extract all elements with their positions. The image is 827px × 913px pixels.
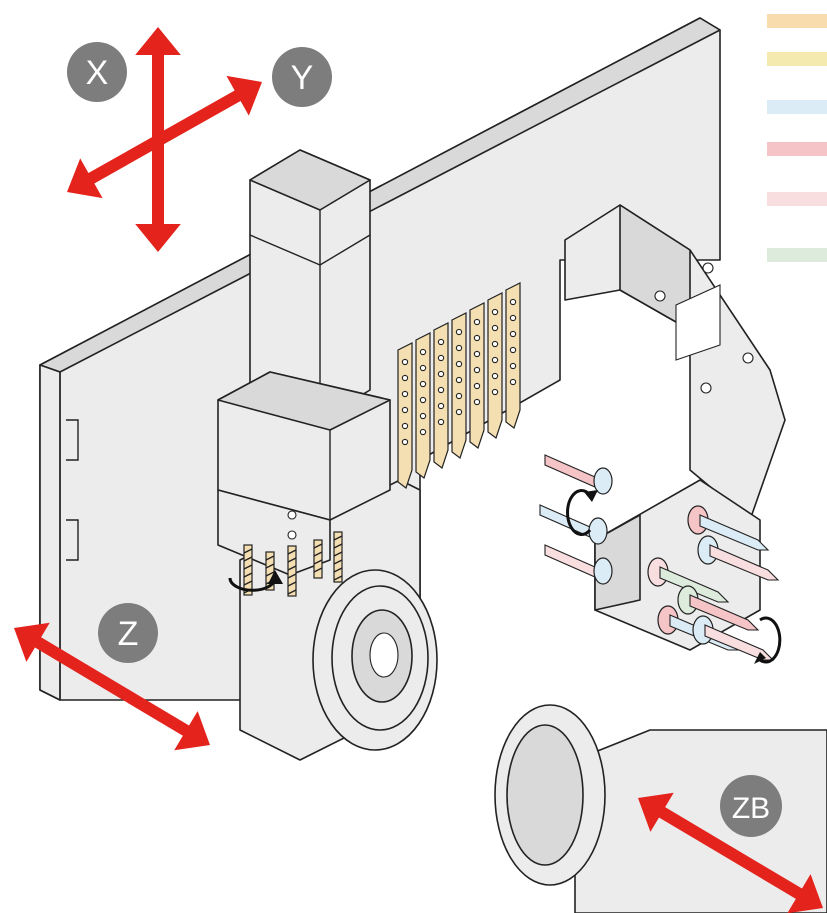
turning-tool (451, 312, 467, 459)
y-axis-arrow (67, 75, 262, 199)
right-tool-block (539, 454, 780, 661)
axis-badge-zb: ZB (720, 775, 782, 837)
drill-tool (687, 505, 770, 551)
turning-tool (415, 332, 431, 479)
axis-arrows (14, 27, 823, 913)
z-axis-arrow (14, 622, 210, 751)
axis-badge-y: Y (272, 47, 332, 107)
drill-tool (544, 544, 613, 585)
turning-tool (397, 342, 413, 489)
turning-tool (487, 292, 503, 439)
live-tool (313, 539, 323, 579)
right-drills (539, 454, 780, 661)
axis-label-x: X (86, 54, 109, 92)
axis-label-z: Z (118, 615, 139, 653)
legend-swatch (767, 52, 827, 66)
drill-tool (647, 557, 730, 603)
live-tool (333, 531, 343, 583)
axis-label-y: Y (291, 59, 314, 97)
legend-swatches (767, 14, 827, 262)
legend-swatch (767, 142, 827, 156)
y-axis-column (217, 149, 391, 576)
live-tool (243, 544, 253, 596)
legend-swatch (767, 192, 827, 206)
drill-tool (697, 535, 780, 581)
drill-tool (692, 615, 775, 661)
live-tool (287, 545, 297, 597)
turning-tool (505, 282, 521, 429)
turning-tool (433, 322, 449, 469)
drill-tool (539, 504, 608, 545)
legend-swatch (767, 100, 827, 114)
gold-turning-tools (397, 282, 521, 489)
gang-tool-support (564, 204, 786, 521)
machine-back-plate (39, 17, 721, 701)
turning-tool (469, 302, 485, 449)
rotation-arrow-icon (566, 489, 598, 536)
rotation-arrow-icon (754, 616, 782, 664)
rotation-arrow-icon (228, 570, 283, 592)
axis-label-zb: ZB (732, 792, 770, 825)
zb-axis-arrow (638, 792, 823, 913)
drill-tool (544, 454, 613, 495)
axis-badge-x: X (67, 42, 127, 102)
drill-tool (677, 585, 760, 631)
axis-badge-z: Z (98, 603, 158, 663)
legend-swatch (767, 14, 827, 28)
legend-swatch (767, 248, 827, 262)
